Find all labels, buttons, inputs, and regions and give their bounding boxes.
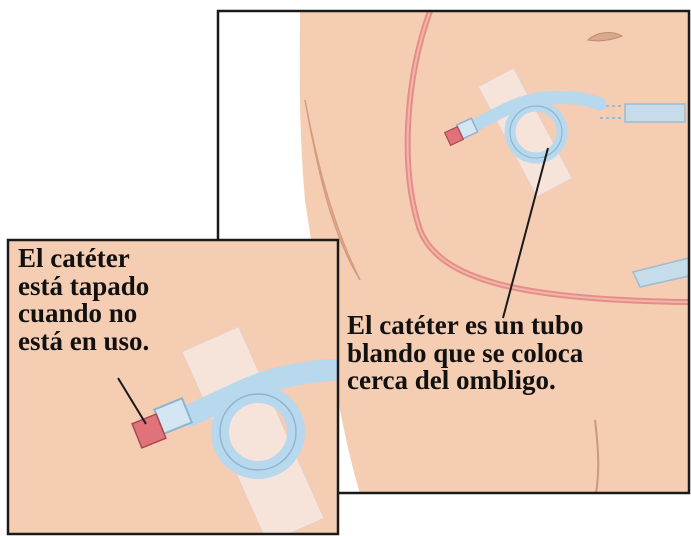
inset-caption-line: está tapado — [18, 270, 150, 301]
inset-caption-line: cuando no — [18, 298, 138, 329]
abdomen-skin — [299, 11, 689, 493]
hip-crease — [594, 419, 600, 493]
main-caption-line: El catéter es un tubo — [347, 310, 584, 340]
catheter-cap — [443, 125, 465, 147]
main-caption-line: blando que se coloca — [347, 337, 584, 368]
main-caption: El catéter es un tubo blando que se colo… — [347, 310, 677, 396]
flank-shadow — [304, 99, 361, 281]
main-pointer-line — [502, 147, 549, 319]
inset-panel — [8, 240, 338, 534]
main-caption-line: cerca del ombligo. — [347, 365, 556, 396]
inset-catheter-tube — [179, 359, 338, 426]
inset-caption-line: El catéter — [18, 243, 130, 273]
inset-pointer-line — [117, 377, 147, 425]
inset-caption: El catéter está tapado cuando no está en… — [18, 243, 218, 356]
inset-panel-frame — [6, 238, 340, 536]
inner-catheter-tip — [631, 257, 689, 288]
inset-cap — [131, 413, 167, 449]
inset-caption-line: está en uso. — [18, 325, 150, 356]
catheter-tube — [463, 91, 607, 135]
inner-catheter — [624, 103, 686, 123]
navel — [586, 32, 624, 42]
